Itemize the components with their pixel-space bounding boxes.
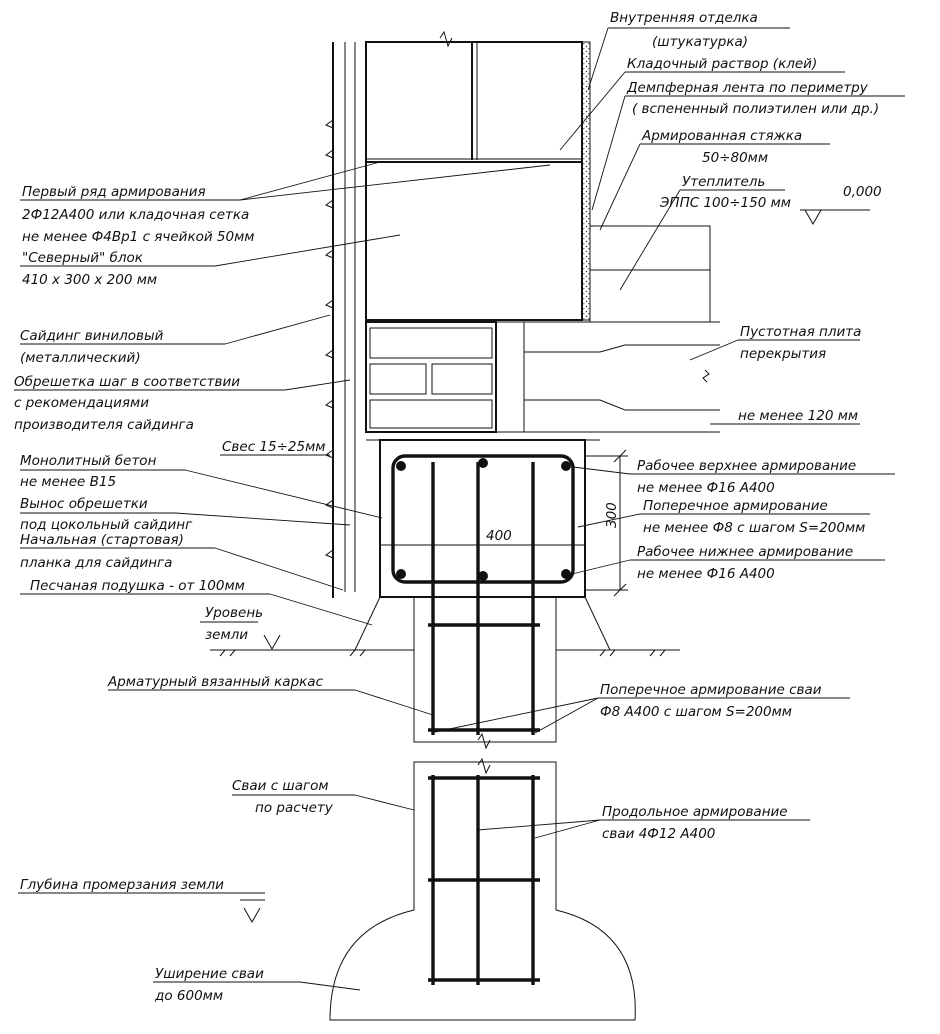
brick-course [365,321,525,433]
label-top-rebar-2: не менее Ф16 А400 [637,480,775,496]
label-screed: Армированная стяжка [641,128,802,144]
label-pile-base-1: Уширение сваи [155,966,264,982]
label-bottom-rebar-1: Рабочее нижнее армирование [637,544,853,560]
label-dim-300: 300 [604,502,620,528]
label-start-strip-2: планка для сайдинга [20,555,172,571]
label-pile-cross-2: Ф8 А400 с шагом S=200мм [600,704,792,720]
frost-depth-marker [240,899,265,924]
hollow-slab [524,321,720,433]
label-siding-2: (металлический) [20,350,141,366]
label-dim-400: 400 [486,528,512,544]
structure [210,30,870,1021]
label-interior-finish: Внутренняя отделка [610,10,758,26]
siding-panel [324,42,356,598]
label-lath-2: с рекомендациями [14,395,149,411]
dimensions [380,449,628,597]
label-cross-rebar-1: Поперечное армирование [643,498,828,514]
label-overhang: Свес 15÷25мм [222,439,325,455]
label-lath-1: Обрешетка шаг в соответствии [14,374,240,390]
label-pile-base-2: до 600мм [154,988,223,1004]
label-block-2: 410 х 300 х 200 мм [22,272,157,288]
label-screed-sub: 50÷80мм [702,150,768,166]
leader-lines [14,27,905,991]
label-piles-2: по расчету [255,800,334,816]
grillage-beam [366,439,600,598]
label-long-rebar-1: Продольное армирование [602,804,788,820]
label-cross-rebar-2: не менее Ф8 с шагом S=200мм [643,520,865,536]
label-siding-1: Сайдинг виниловый [20,328,164,344]
label-min-120: не менее 120 мм [738,408,858,424]
ground-line [210,596,680,657]
level-zero-marker [800,209,870,226]
label-start-strip-1: Начальная (стартовая) [20,532,184,548]
label-concrete-2: не менее В15 [20,474,116,490]
label-first-row-1: Первый ряд армирования [22,184,206,200]
label-hollow-slab-1: Пустотная плита [740,324,861,340]
label-frost-depth: Глубина промерзания земли [20,877,224,893]
label-bottom-rebar-2: не менее Ф16 А400 [637,566,775,582]
label-first-row-3: не менее Ф4Вр1 с ячейкой 50мм [22,229,254,245]
label-ground-2: земли [205,627,248,643]
label-lath-3: производителя сайдинга [14,417,194,433]
label-damper-tape: Демпферная лента по периметру [626,80,869,96]
ground-level-marker [263,634,281,651]
label-long-rebar-2: сваи 4Ф12 А400 [602,826,715,842]
label-level-zero: 0,000 [843,184,882,200]
label-cage: Арматурный вязанный каркас [107,674,324,690]
label-insulation: Утеплитель [682,174,765,190]
label-concrete-1: Монолитный бетон [20,453,157,469]
label-hollow-slab-2: перекрытия [740,346,826,362]
label-damper-tape-sub: ( вспененный полиэтилен или др.) [632,101,879,117]
label-block-1: "Северный" блок [22,250,144,266]
label-pile-cross-1: Поперечное армирование сваи [600,682,822,698]
label-top-rebar-1: Рабочее верхнее армирование [637,458,856,474]
label-lath-ext-2: под цокольный сайдинг [20,517,193,533]
interior-plaster [581,41,591,321]
pile [329,462,636,1021]
label-sand: Песчаная подушка - от 100мм [30,578,245,594]
labels: Внутренняя отделка (штукатурка) Кладочны… [14,10,882,1004]
label-lath-ext-1: Вынос обрешетки [20,496,148,512]
label-masonry-mortar: Кладочный раствор (клей) [627,56,817,72]
label-insulation-sub: ЭППС 100÷150 мм [659,195,791,211]
label-interior-finish-sub: (штукатурка) [652,34,748,50]
label-piles-1: Сваи с шагом [232,778,329,794]
label-ground-1: Уровень [205,605,263,621]
aerated-blocks [365,30,583,321]
label-first-row-2: 2Ф12А400 или кладочная сетка [22,207,249,223]
